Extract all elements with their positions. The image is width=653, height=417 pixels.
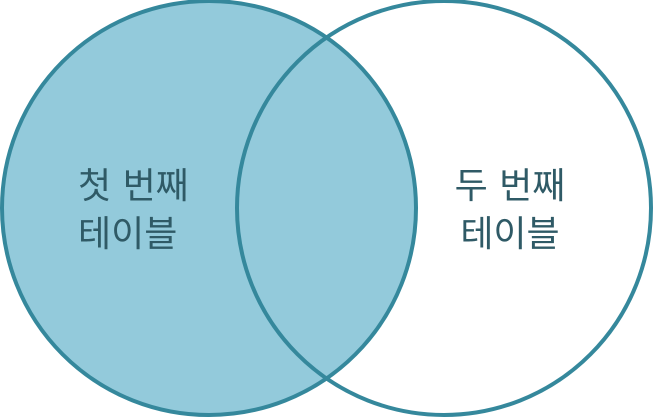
left-set-label-line2: 테이블 xyxy=(78,214,178,255)
right-set-circle xyxy=(235,0,653,417)
right-set-label-line1: 두 번째 xyxy=(454,166,566,207)
right-set-label-line2: 테이블 xyxy=(460,214,560,255)
left-set-label-line1: 첫 번째 xyxy=(78,166,189,207)
left-set-label: 첫 번째 테이블 xyxy=(78,163,189,259)
left-set-circle xyxy=(0,0,418,417)
right-set-label: 두 번째 테이블 xyxy=(430,163,590,259)
